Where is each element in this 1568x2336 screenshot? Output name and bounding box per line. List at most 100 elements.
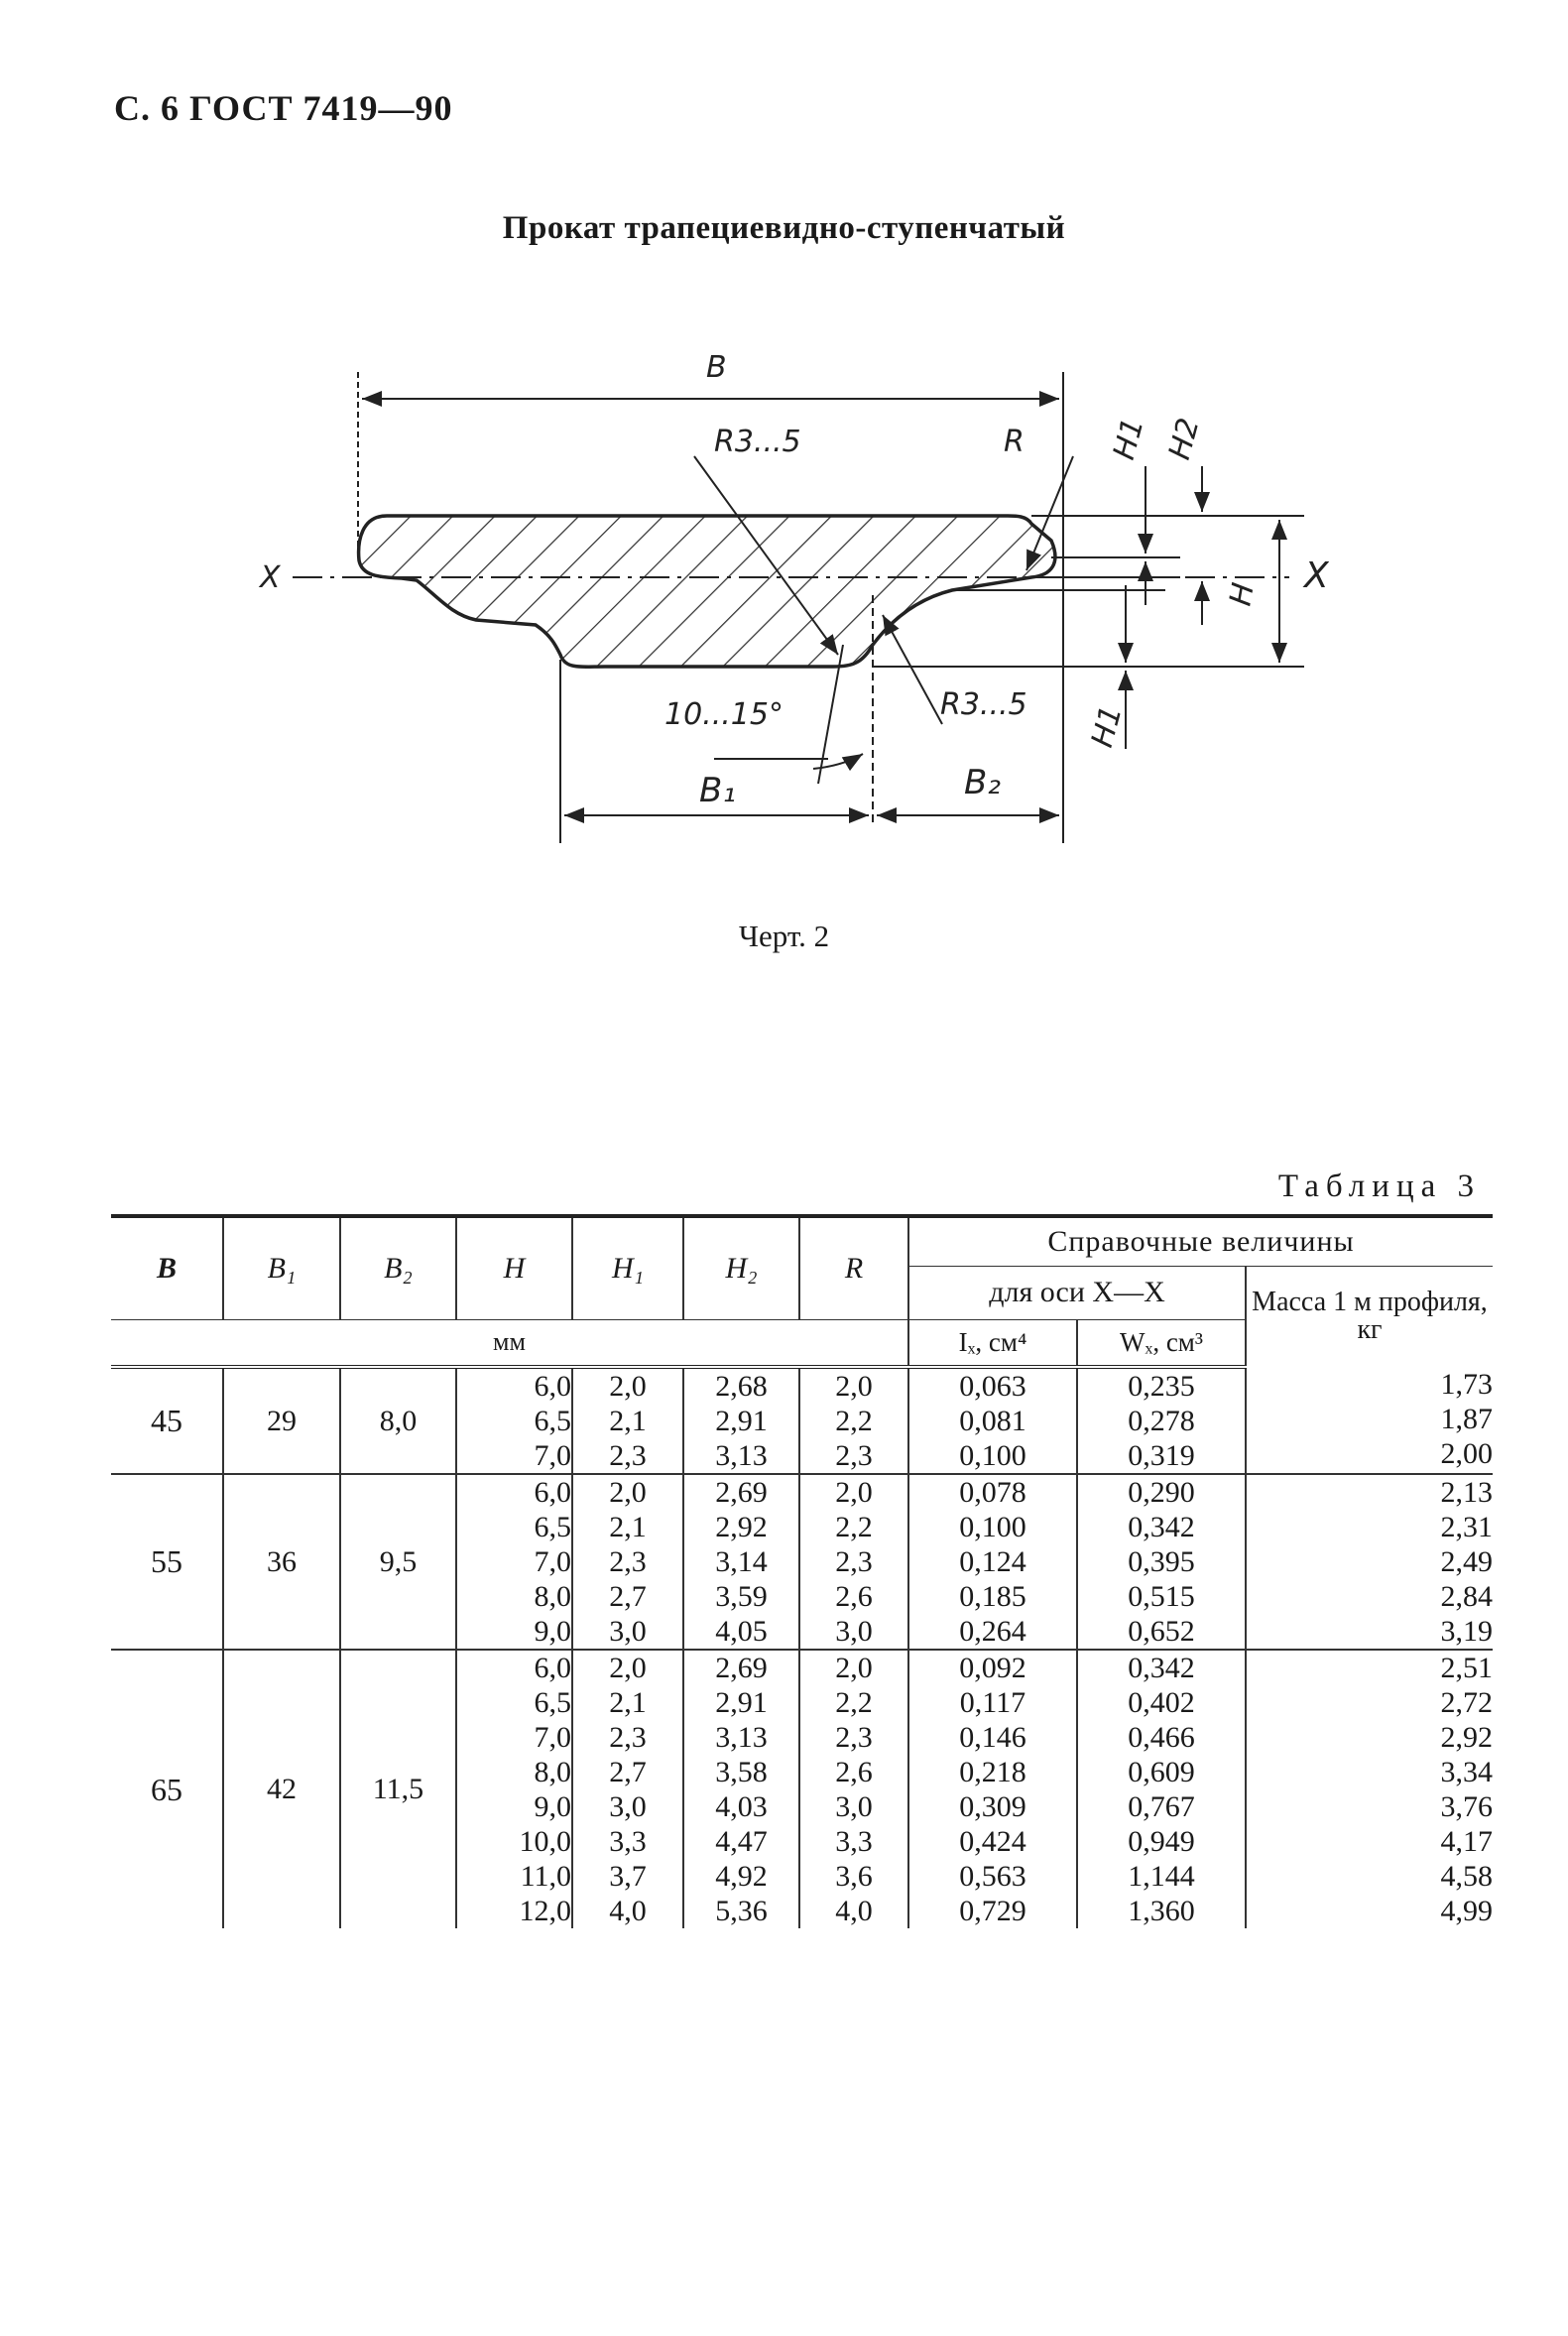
cell-value: 0,078 [959, 1476, 1026, 1509]
cell-value: 2,0 [835, 1652, 873, 1684]
label-H: H [1223, 580, 1261, 608]
cell-value: 8,0 [534, 1580, 572, 1613]
cell-value: 4,99 [1440, 1895, 1494, 1927]
cell-value: 2,1 [609, 1511, 647, 1543]
cell-value: 2,3 [609, 1545, 647, 1578]
cell-value: 0,081 [959, 1405, 1026, 1437]
cell-value: 0,395 [1128, 1545, 1195, 1578]
cell-value: 6,0 [534, 1476, 572, 1509]
cell-value: 0,515 [1128, 1580, 1195, 1613]
cell-value: 0,767 [1128, 1790, 1195, 1823]
profile-drawing: В R3...5 R H1 H2 X X H 10...15° R3...5 H… [258, 350, 1329, 843]
cell-value: 0,652 [1128, 1615, 1195, 1648]
cell-b: 65 [111, 1649, 223, 1928]
cell-value: 0,278 [1128, 1405, 1195, 1437]
cell-value: 2,3 [835, 1545, 873, 1578]
cell-value: 0,100 [959, 1511, 1026, 1543]
cell-value: 4,03 [715, 1790, 768, 1823]
cell-value: 2,7 [609, 1580, 647, 1613]
cell-value: 0,124 [959, 1545, 1026, 1578]
header-unit: мм [111, 1318, 908, 1369]
label-R-top: R [1004, 425, 1025, 459]
cell-value: 2,69 [715, 1476, 768, 1509]
label-B1: B₁ [699, 771, 736, 810]
header-ref-values: Справочные величины [907, 1214, 1493, 1267]
cell-value: 3,7 [609, 1860, 647, 1893]
cell-value: 3,3 [609, 1825, 647, 1858]
cell-value: 0,218 [959, 1756, 1026, 1788]
header-H: H [455, 1214, 572, 1319]
cell-value: 2,1 [609, 1405, 647, 1437]
cell-value: 2,91 [715, 1405, 768, 1437]
cell-value: 0,466 [1128, 1721, 1195, 1754]
section-title: Прокат трапециевидно-ступенчатый [502, 210, 1066, 246]
cell-value: 2,92 [1440, 1721, 1494, 1754]
cell-value: 2,31 [1440, 1511, 1494, 1543]
header-R: R [798, 1214, 908, 1319]
cell-value: 1,87 [1440, 1403, 1494, 1435]
cell-value: 2,68 [715, 1370, 768, 1403]
cell-value: 0,235 [1128, 1370, 1195, 1403]
label-B: В [706, 350, 727, 385]
label-X-right: X [1302, 555, 1329, 596]
cell-value: 2,0 [835, 1476, 873, 1509]
cell-value: 9,0 [534, 1615, 572, 1648]
header-B: В [111, 1214, 223, 1319]
header-H2: H₂ [682, 1214, 799, 1319]
cell-b1: 42 [222, 1649, 340, 1928]
cell-value: 3,19 [1440, 1615, 1494, 1648]
cell-b1: 29 [222, 1367, 340, 1474]
cell-value: 3,59 [715, 1580, 768, 1613]
cell-value: 3,58 [715, 1756, 768, 1788]
label-B2: B₂ [964, 763, 1001, 802]
cell-value: 0,146 [959, 1721, 1026, 1754]
cell-value: 3,13 [715, 1439, 768, 1472]
cell-value: 0,100 [959, 1439, 1026, 1472]
cell-value: 3,6 [835, 1860, 873, 1893]
cell-value: 1,360 [1128, 1895, 1195, 1927]
cell-value: 6,5 [534, 1686, 572, 1719]
cell-value: 2,2 [835, 1686, 873, 1719]
cell-value: 6,5 [534, 1405, 572, 1437]
label-R3-5-top: R3...5 [714, 425, 801, 459]
cell-value: 1,73 [1440, 1368, 1494, 1401]
header-axis: для оси X—X [907, 1266, 1246, 1320]
cell-value: 3,0 [835, 1790, 873, 1823]
cell-value: 3,0 [609, 1615, 647, 1648]
cell-b: 45 [151, 1403, 182, 1438]
cell-value: 3,34 [1440, 1756, 1494, 1788]
cell-value: 0,063 [959, 1370, 1026, 1403]
cell-b1: 36 [222, 1473, 340, 1650]
cell-value: 2,84 [1440, 1580, 1494, 1613]
header-Wx: Wₓ, см³ [1076, 1319, 1246, 1369]
cell-value: 1,144 [1128, 1860, 1195, 1893]
cell-value: 0,729 [959, 1895, 1026, 1927]
cell-value: 2,49 [1440, 1545, 1494, 1578]
cell-value: 2,91 [715, 1686, 768, 1719]
cell-value: 0,563 [959, 1860, 1026, 1893]
cell-value: 2,3 [609, 1439, 647, 1472]
profile-section [356, 514, 1057, 669]
cell-value: 4,47 [715, 1825, 768, 1858]
cell-value: 3,13 [715, 1721, 768, 1754]
cell-value: 4,58 [1440, 1860, 1494, 1893]
cell-value: 3,76 [1440, 1790, 1494, 1823]
cell-value: 2,00 [1440, 1437, 1494, 1470]
cell-value: 3,3 [835, 1825, 873, 1858]
cell-value: 0,185 [959, 1580, 1026, 1613]
cell-value: 2,72 [1440, 1686, 1494, 1719]
